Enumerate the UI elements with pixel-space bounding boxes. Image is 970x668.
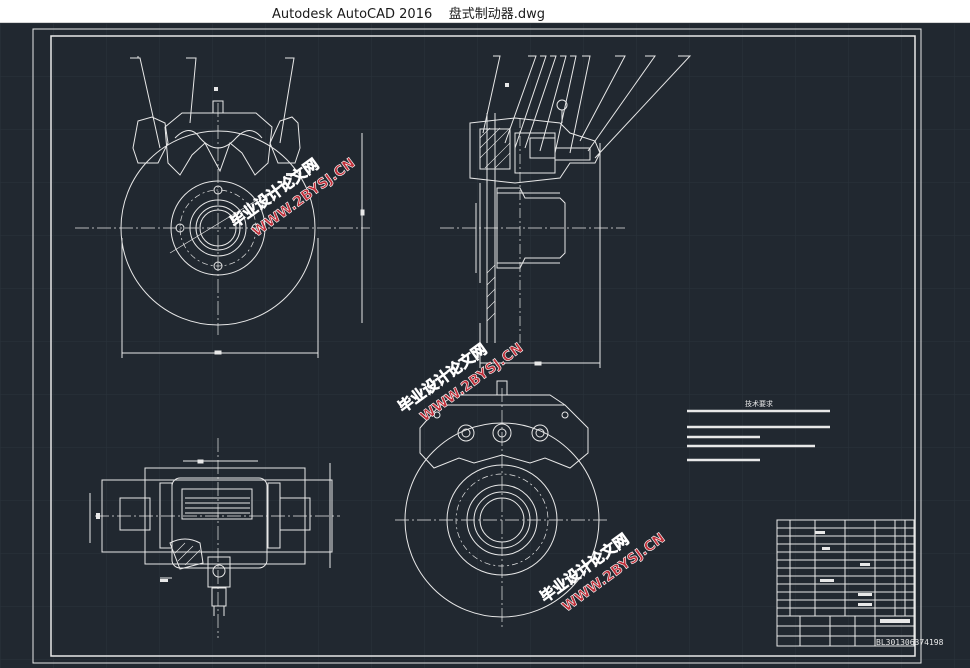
technical-requirements	[687, 409, 830, 462]
rear-view	[395, 380, 610, 628]
section-view	[440, 55, 692, 368]
drawing-canvas[interactable]: 技术要求 BL301306374198 毕业设计论文网 WWW.2BYSJ.CN…	[0, 23, 970, 668]
inner-sheet-border	[50, 35, 916, 657]
outer-sheet-border	[32, 28, 922, 664]
window-titlebar: Autodesk AutoCAD 2016 盘式制动器.dwg	[0, 0, 970, 23]
title-block	[776, 519, 915, 647]
top-view	[89, 438, 340, 638]
annotation-marks	[96, 83, 910, 623]
tech-requirements-title: 技术要求	[745, 399, 773, 408]
cad-drawing: 技术要求 BL301306374198 毕业设计论文网 WWW.2BYSJ.CN…	[0, 23, 970, 668]
grid-background	[0, 23, 970, 668]
front-view	[75, 56, 370, 358]
drawing-number: BL301306374198	[876, 638, 944, 647]
app-title: Autodesk AutoCAD 2016	[272, 7, 433, 22]
window-title: Autodesk AutoCAD 2016 盘式制动器.dwg	[272, 3, 545, 22]
file-name: 盘式制动器.dwg	[448, 7, 546, 22]
